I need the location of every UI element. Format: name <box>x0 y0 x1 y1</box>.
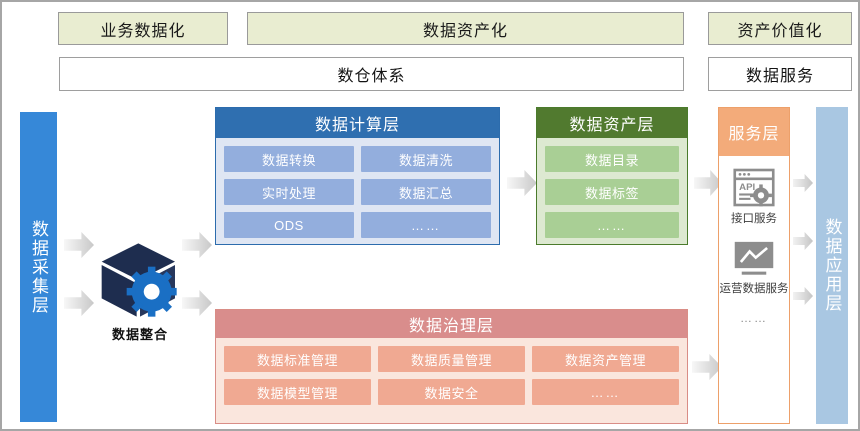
service-item-label-0: 接口服务 <box>731 213 777 225</box>
compute-layer-panel: 数据计算层 数据转换 数据清洗 实时处理 数据汇总 ODS …… <box>215 107 500 245</box>
monitor-chart-icon <box>733 240 775 277</box>
application-layer-bar: 数据应用层 <box>816 107 848 424</box>
compute-layer-items: 数据转换 数据清洗 实时处理 数据汇总 ODS …… <box>216 138 499 246</box>
api-window-icon: API <box>733 168 775 207</box>
phase-box-business-datafication: 业务数据化 <box>58 12 228 45</box>
asset-item-0[interactable]: 数据目录 <box>545 146 679 172</box>
arrow-integration-to-compute <box>182 232 212 258</box>
governance-layer-title: 数据治理层 <box>216 310 687 338</box>
asset-layer-panel: 数据资产层 数据目录 数据标签 …… <box>536 107 688 245</box>
compute-item-2[interactable]: 实时处理 <box>224 179 354 205</box>
asset-item-2[interactable]: …… <box>545 212 679 238</box>
service-more-indicator: …… <box>740 310 768 325</box>
compute-item-5[interactable]: …… <box>361 212 491 238</box>
svg-text:API: API <box>739 182 755 193</box>
subheader-box-data-service: 数据服务 <box>708 57 852 91</box>
asset-layer-items: 数据目录 数据标签 …… <box>537 138 687 246</box>
arrow-integration-to-governance <box>182 290 212 316</box>
governance-item-4[interactable]: 数据安全 <box>378 379 525 405</box>
cube-gear-icon <box>97 240 183 320</box>
service-layer-title: 服务层 <box>719 108 789 156</box>
phase-box-data-assetization: 数据资产化 <box>247 12 684 45</box>
governance-layer-items: 数据标准管理 数据质量管理 数据资产管理 数据模型管理 数据安全 …… <box>216 338 687 423</box>
compute-item-3[interactable]: 数据汇总 <box>361 179 491 205</box>
service-layer-items: API 接口服务 <box>719 156 789 423</box>
integration-label: 数据整合 <box>111 327 168 342</box>
compute-item-1[interactable]: 数据清洗 <box>361 146 491 172</box>
arrow-service-to-app-3 <box>793 287 813 305</box>
governance-item-1[interactable]: 数据质量管理 <box>378 346 525 372</box>
governance-item-2[interactable]: 数据资产管理 <box>532 346 679 372</box>
subheader-box-warehouse-system: 数仓体系 <box>59 57 684 91</box>
governance-item-3[interactable]: 数据模型管理 <box>224 379 371 405</box>
governance-item-5[interactable]: …… <box>532 379 679 405</box>
governance-layer-panel: 数据治理层 数据标准管理 数据质量管理 数据资产管理 数据模型管理 数据安全 …… <box>215 309 688 424</box>
arrow-service-to-app-1 <box>793 174 813 192</box>
compute-item-0[interactable]: 数据转换 <box>224 146 354 172</box>
service-layer-panel: 服务层 API <box>718 107 790 424</box>
asset-layer-title: 数据资产层 <box>537 108 687 138</box>
arrow-service-to-app-2 <box>793 232 813 250</box>
asset-item-1[interactable]: 数据标签 <box>545 179 679 205</box>
phase-box-asset-valuation: 资产价值化 <box>708 12 852 45</box>
compute-layer-title: 数据计算层 <box>216 108 499 138</box>
arrow-collect-to-integration-bottom <box>64 290 94 316</box>
compute-item-4[interactable]: ODS <box>224 212 354 238</box>
arrow-collect-to-integration-top <box>64 232 94 258</box>
service-item-label-1: 运营数据服务 <box>719 283 789 296</box>
arrow-compute-to-asset <box>507 170 537 196</box>
governance-item-0[interactable]: 数据标准管理 <box>224 346 371 372</box>
collection-layer-bar: 数据采集层 <box>20 112 57 422</box>
